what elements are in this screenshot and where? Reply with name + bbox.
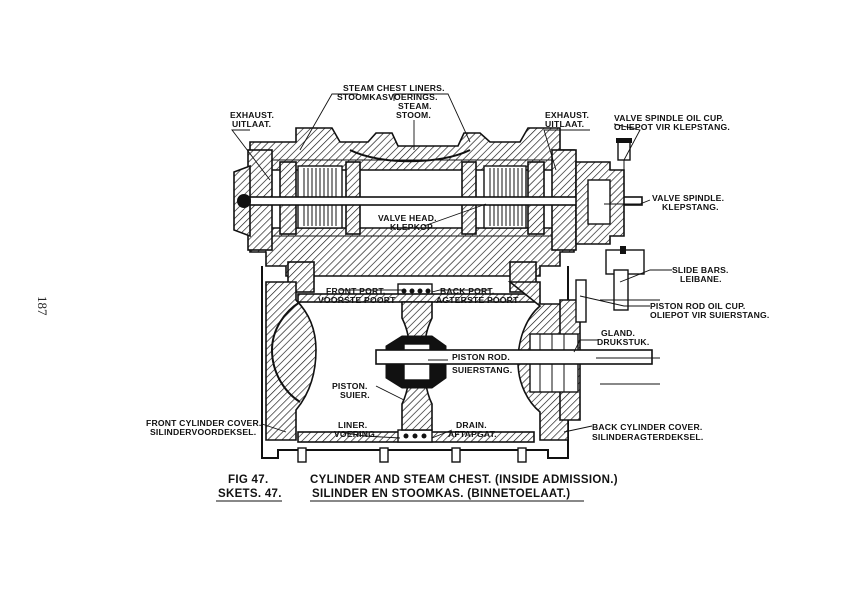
label-drain: DRAIN. bbox=[456, 420, 487, 430]
label-steam: STEAM. bbox=[398, 101, 432, 111]
steam-chest bbox=[233, 127, 643, 277]
figure-caption: FIG 47. SKETS. 47. CYLINDER AND STEAM CH… bbox=[216, 474, 618, 502]
label-steam-chest-liners-af: STOOMKASVOERINGS. bbox=[337, 92, 438, 102]
label-valve-head: VALVE HEAD. bbox=[378, 213, 437, 223]
page-number: 187 bbox=[35, 296, 50, 316]
label-gland-af: DRUKSTUK. bbox=[597, 337, 649, 347]
figure-number-af: SKETS. 47. bbox=[218, 488, 282, 500]
label-exhaust-right-af: UITLAAT. bbox=[545, 119, 584, 129]
label-drain-af: AFTAPGAT. bbox=[448, 429, 497, 439]
label-valve-head-af: KLEPKOP bbox=[390, 222, 433, 232]
label-valve-spindle-oil-cup: VALVE SPINDLE OIL CUP. bbox=[614, 113, 724, 123]
label-back-cylinder-cover: BACK CYLINDER COVER. bbox=[592, 422, 702, 432]
label-slide-bars-af: LEIBANE. bbox=[680, 274, 722, 284]
label-valve-spindle-af: KLEPSTANG. bbox=[662, 202, 719, 212]
leader-lines bbox=[231, 93, 672, 439]
label-front-port: FRONT PORT. bbox=[326, 286, 386, 296]
piston-rod bbox=[375, 349, 653, 365]
machine-drawing bbox=[233, 127, 660, 463]
caption-english: CYLINDER AND STEAM CHEST. (INSIDE ADMISS… bbox=[310, 474, 618, 486]
label-piston-rod: PISTON ROD. bbox=[452, 352, 510, 362]
label-liner: LINER. bbox=[338, 420, 367, 430]
label-front-port-af: VOORSTE POORT bbox=[318, 295, 396, 305]
label-steam-chest-liners: STEAM CHEST LINERS. bbox=[343, 83, 445, 93]
label-exhaust-right: EXHAUST. bbox=[545, 110, 589, 120]
valve-spindle-oil-cup bbox=[616, 138, 632, 196]
label-liner-af: VOERING. bbox=[334, 429, 378, 439]
label-valve-spindle: VALVE SPINDLE. bbox=[652, 193, 724, 203]
label-exhaust-left-af: UITLAAT. bbox=[232, 119, 271, 129]
slide-bars bbox=[575, 246, 660, 385]
label-back-port: BACK PORT. bbox=[440, 286, 495, 296]
label-steam-af: STOOM. bbox=[396, 110, 431, 120]
label-gland: GLAND. bbox=[601, 328, 635, 338]
caption-afrikaans: SILINDER EN STOOMKAS. (BINNETOELAAT.) bbox=[312, 488, 570, 500]
label-back-port-af: AGTERSTE POORT bbox=[436, 295, 519, 305]
label-piston-af: SUIER. bbox=[340, 390, 370, 400]
piston bbox=[385, 301, 447, 431]
label-front-cylinder-cover-af: SILINDERVOORDEKSEL. bbox=[150, 427, 256, 437]
label-valve-spindle-oil-cup-af: OLIEPOT VIR KLEPSTANG. bbox=[614, 122, 730, 132]
label-slide-bars: SLIDE BARS. bbox=[672, 265, 729, 275]
label-front-cylinder-cover: FRONT CYLINDER COVER. bbox=[146, 418, 261, 428]
label-piston-rod-af: SUIERSTANG. bbox=[452, 365, 512, 375]
figure-number: FIG 47. bbox=[228, 474, 268, 486]
label-piston-rod-oil-cup-af: OLIEPOT VIR SUIERSTANG. bbox=[650, 310, 770, 320]
label-piston: PISTON. bbox=[332, 381, 368, 391]
label-piston-rod-oil-cup: PISTON ROD OIL CUP. bbox=[650, 301, 746, 311]
labels: STEAM CHEST LINERS. STOOMKASVOERINGS. ST… bbox=[146, 83, 770, 442]
label-back-cylinder-cover-af: SILINDERAGTERDEKSEL. bbox=[592, 432, 703, 442]
label-exhaust-left: EXHAUST. bbox=[230, 110, 274, 120]
